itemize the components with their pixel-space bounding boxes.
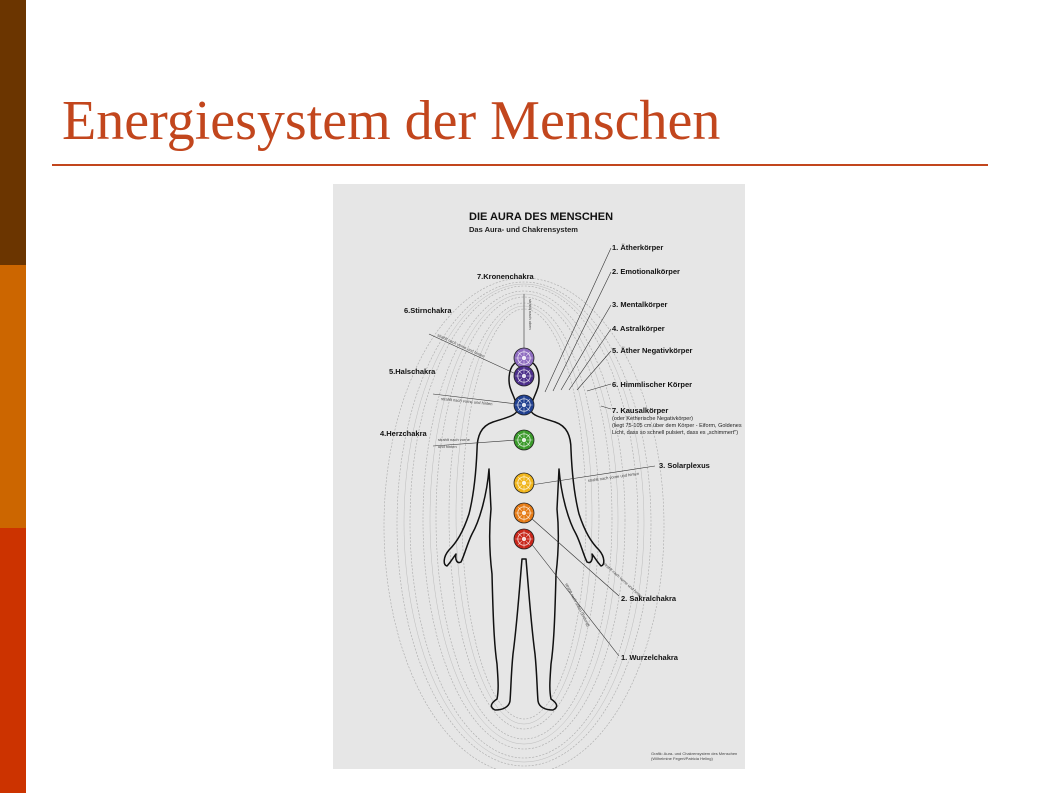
- ray-front-back-5: strahlt nach vorne und hinten: [441, 396, 493, 406]
- body-label-2: 2. Emotionalkörper: [612, 267, 680, 276]
- body-label-4: 4. Astralkörper: [612, 324, 665, 333]
- chakra-label-6: 6.Stirnchakra: [404, 306, 452, 315]
- accent-bar-bottom: [0, 528, 26, 793]
- chakra-label-4: 4.Herzchakra: [380, 429, 428, 438]
- body-label-3: 3. Mentalkörper: [612, 300, 668, 309]
- title-underline: [52, 164, 988, 166]
- accent-bar-top: [0, 0, 26, 265]
- aura-layers: [383, 277, 665, 769]
- chakra-hals-symbol: [513, 394, 535, 416]
- slide-title: Energiesystem der Menschen: [62, 90, 721, 152]
- chakra-kronen-symbol: [513, 347, 535, 369]
- aura-leader-lines: [544, 247, 612, 410]
- chakra-herz-symbol: [513, 429, 535, 451]
- ray-heart-2: und hinten: [438, 444, 457, 449]
- aura-poster: DIE AURA DES MENSCHEN Das Aura- und Chak…: [333, 184, 745, 769]
- body-label-7: 7. Kausalkörper: [612, 406, 668, 415]
- kausal-note-2: (liegt 75-105 cm über dem Körper - Eifor…: [612, 423, 742, 429]
- body-outline: [443, 359, 605, 711]
- poster-subtitle: Das Aura- und Chakrensystem: [469, 225, 578, 234]
- chakra-sakral-symbol: [513, 502, 535, 524]
- poster-title: DIE AURA DES MENSCHEN: [469, 211, 613, 223]
- chakra-label-7: 7.Kronenchakra: [477, 272, 535, 281]
- poster-credit-2: (Wilhelmine Fegert/Patricia Heling): [651, 756, 713, 761]
- body-label-6: 6. Himmlischer Körper: [612, 380, 692, 389]
- aura-body-labels: 1. Ätherkörper 2. Emotionalkörper 3. Men…: [612, 243, 742, 436]
- kausal-note-3: Licht, dass so schnell pulsiert, dass es…: [612, 430, 738, 436]
- chakra-label-1: 1. Wurzelchakra: [621, 653, 679, 662]
- chakra-symbols: [513, 347, 535, 550]
- body-label-5: 5. Äther Negativkörper: [612, 346, 693, 355]
- poster-credit-1: Grafik: Aura- und Chakrensystem des Mens…: [651, 751, 737, 756]
- chakra-solarplexus-symbol: [513, 472, 535, 494]
- chakra-wurzel-symbol: [513, 528, 535, 550]
- chakra-leader-lines: [428, 294, 656, 657]
- chakra-stirn-symbol: [513, 365, 535, 387]
- chakra-labels: 7.Kronenchakra 6.Stirnchakra 5.Halschakr…: [380, 272, 710, 662]
- chakra-label-2: 2. Sakralchakra: [621, 594, 677, 603]
- ray-up: strahlt nach oben: [528, 299, 533, 330]
- chakra-label-3: 3. Solarplexus: [659, 461, 710, 470]
- poster-background: [333, 184, 745, 769]
- ray-heart-1: strahlt nach vorne: [438, 437, 471, 442]
- body-label-1: 1. Ätherkörper: [612, 243, 663, 252]
- accent-bar-middle: [0, 265, 26, 528]
- kausal-note-1: (oder Ketherische Negativkörper): [612, 416, 693, 422]
- chakra-label-5: 5.Halschakra: [389, 367, 436, 376]
